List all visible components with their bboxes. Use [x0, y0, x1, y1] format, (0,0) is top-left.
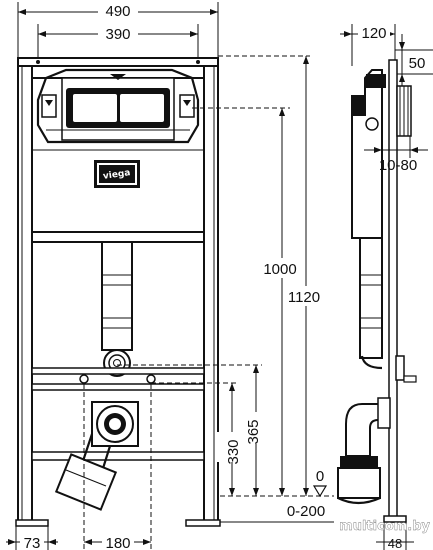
left-upright — [17, 61, 33, 523]
label-390: 390 — [105, 26, 130, 43]
drain-connector — [54, 401, 139, 511]
flush-button-left — [73, 94, 117, 122]
label-490: 490 — [105, 3, 130, 20]
side-drain-elbow — [337, 397, 391, 505]
dim-50: 50 — [395, 34, 433, 90]
dim-330: 330 — [151, 382, 242, 496]
dim-10-80: 10-80 — [364, 136, 428, 174]
dim-120: 120 — [340, 24, 396, 66]
brand-logo: viega — [94, 160, 140, 188]
brand-logo-text: viega — [102, 168, 131, 182]
dim-365: 365 — [117, 364, 262, 496]
dim-73: 73 — [6, 526, 58, 550]
label-10-80: 10-80 — [379, 157, 417, 174]
label-180: 180 — [105, 535, 130, 550]
label-1120: 1120 — [288, 289, 320, 306]
dim-1120: 1120 — [218, 55, 320, 496]
mounting-rail-lower — [31, 383, 205, 391]
flush-pipe — [101, 241, 133, 377]
cistern-side-profile — [351, 69, 383, 239]
label-73: 73 — [24, 535, 41, 550]
label-zero: 0 — [316, 468, 324, 485]
dim-1000: 1000 — [192, 107, 297, 496]
flush-plate-frame — [36, 68, 200, 144]
front-view: 490 390 — [6, 2, 334, 550]
dim-180: 180 — [83, 384, 152, 550]
label-120: 120 — [361, 25, 386, 42]
label-330: 330 — [225, 439, 242, 464]
label-365: 365 — [245, 419, 262, 444]
watermark-text: multicom.by — [339, 519, 430, 534]
dim-490: 490 — [17, 2, 219, 62]
label-1000: 1000 — [263, 261, 296, 278]
label-50: 50 — [409, 55, 426, 72]
zero-level-marker — [312, 485, 328, 498]
flush-button-right — [120, 94, 164, 122]
label-0-200: 0-200 — [287, 503, 325, 520]
side-view: 120 50 10-80 — [337, 24, 433, 550]
mounting-rail-upper — [31, 367, 205, 375]
label-48: 48 — [388, 536, 402, 550]
side-frame-upright — [388, 59, 398, 523]
